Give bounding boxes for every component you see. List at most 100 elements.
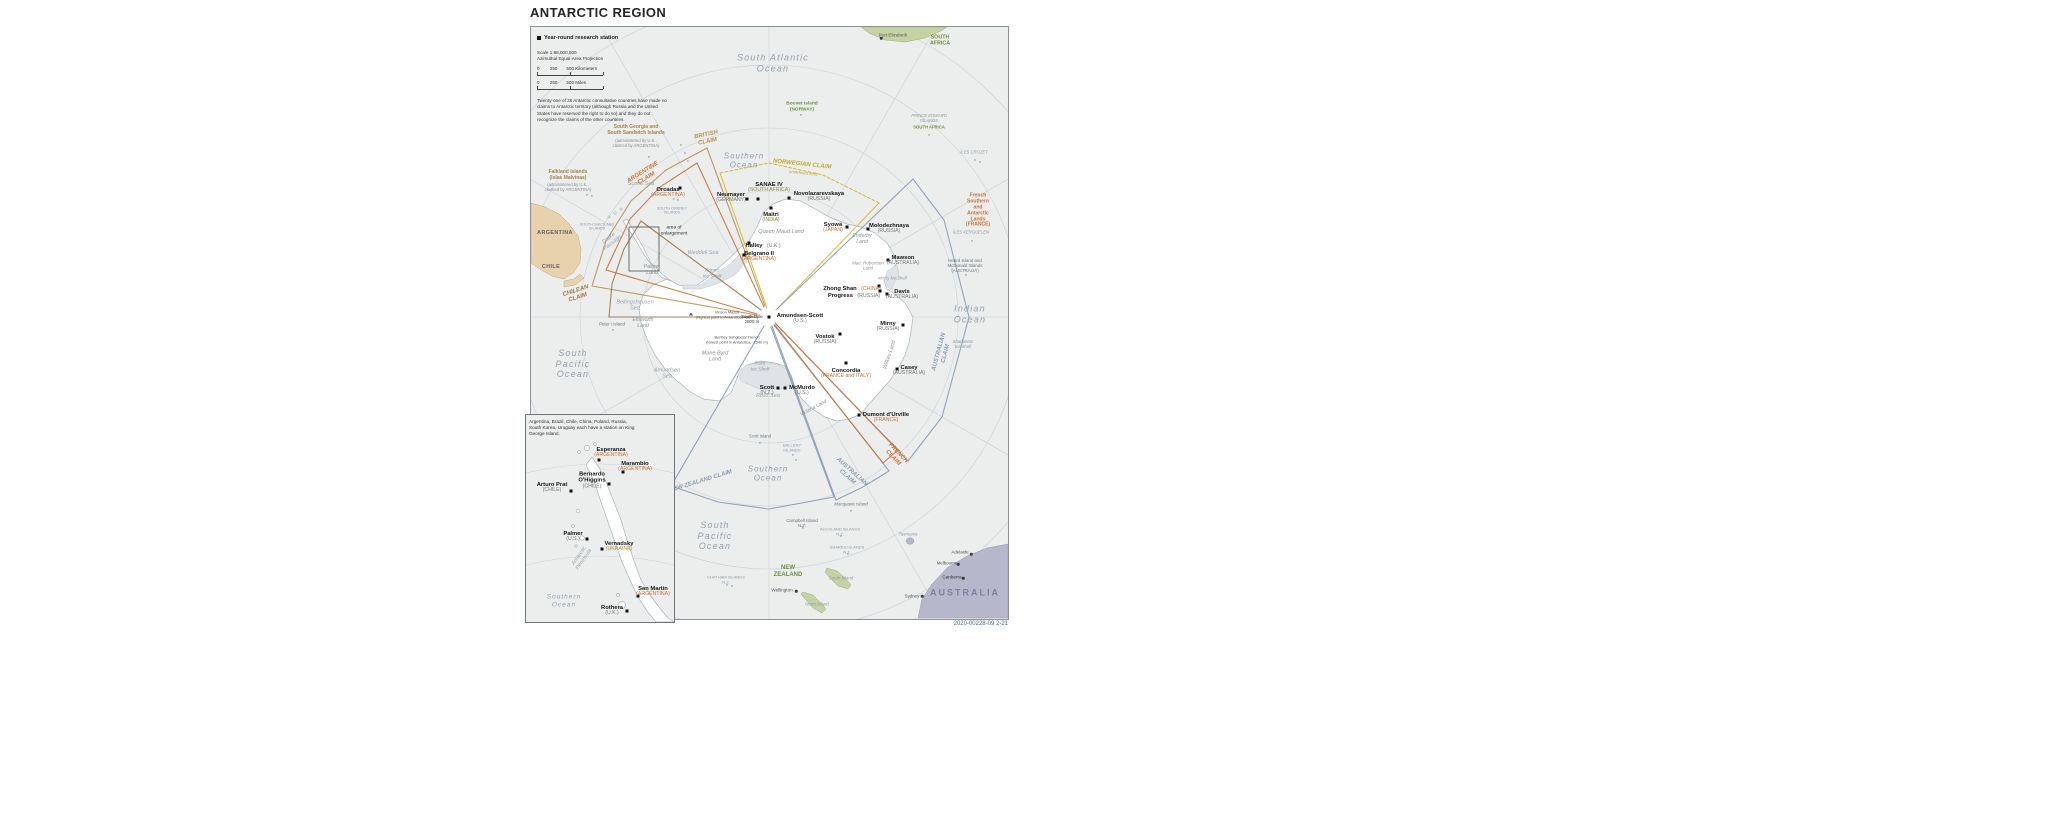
map-reference-number: 2020-00228-09 2-21 xyxy=(953,621,1008,627)
station-marker xyxy=(585,537,589,541)
map-label: ARGENTINA xyxy=(537,229,573,236)
map-label: Ellsworth Land xyxy=(632,316,654,329)
map-label: Bellingshausen Sea xyxy=(616,299,654,312)
australia-landmass xyxy=(905,537,1008,619)
scalebar-mi xyxy=(537,86,604,91)
station-name: Casey xyxy=(900,364,918,371)
station-name: Vostok xyxy=(815,333,835,340)
island-marker xyxy=(849,509,853,513)
island-marker xyxy=(973,158,977,162)
station-name: Concordia xyxy=(831,367,861,374)
map-label: FRENCH CLAIM xyxy=(884,442,909,468)
map-label: Canberra xyxy=(942,574,962,580)
station-label: SANAE IV(SOUTH AFRICA) xyxy=(748,182,790,194)
station-label: Scott(N.Z.) xyxy=(760,385,775,397)
map-label: South Pacific Ocean xyxy=(697,520,733,552)
map-label: Vinson Massif (highest point in Antarcti… xyxy=(695,309,759,319)
station-name: Molodezhnaya xyxy=(869,222,909,229)
area-of-enlargement-box xyxy=(628,226,660,272)
station-label: Palmer(U.S.) xyxy=(563,531,582,543)
station-country: (U.S.) xyxy=(566,536,580,543)
station-country: (CHINA) xyxy=(861,286,881,293)
chilean-claim-lines xyxy=(608,220,762,318)
station-label: Vernadsky(UKRAINE) xyxy=(604,541,633,553)
station-label: Belgrano II(ARGENTINA) xyxy=(742,251,776,263)
map-label: Antarctic Peninsula xyxy=(570,545,594,572)
island-marker xyxy=(683,151,687,155)
map-label: NEW ZEALAND CLAIM xyxy=(668,469,733,494)
station-name: Mirny xyxy=(880,320,896,327)
map-label: Southern Ocean xyxy=(546,593,582,608)
map-label: Melbourne xyxy=(936,560,958,566)
station-marker xyxy=(756,197,760,201)
island-marker xyxy=(801,526,805,530)
map-label: Peter I Island xyxy=(599,321,625,327)
station-label: Mawson(AUSTRALIA) xyxy=(887,255,919,267)
station-name: McMurdo xyxy=(789,384,815,391)
map-label: Amery Ice Shelf xyxy=(877,275,907,281)
island-marker xyxy=(725,583,729,587)
station-marker xyxy=(600,547,604,551)
south-america-landmass xyxy=(531,202,585,288)
station-marker xyxy=(886,258,890,262)
map-label: ÎLES CROZET xyxy=(960,149,988,155)
station-country: (ARGENTINA) xyxy=(594,452,628,459)
map-label: Marie Byrd Land xyxy=(701,350,729,363)
station-country: (RUSSIA) xyxy=(813,339,837,346)
station-name: Vernadsky xyxy=(604,540,634,547)
station-name: Progress xyxy=(827,293,853,300)
station-marker xyxy=(636,594,640,598)
map-label: Campbell Island N.Z. xyxy=(786,517,818,528)
city-marker xyxy=(956,562,960,566)
map-label: (administered by U.K., claimed by ARGENT… xyxy=(612,138,660,148)
map-label: Falkland Islands (Islas Malvinas) xyxy=(548,169,588,181)
station-label: Mirny(RUSSIA) xyxy=(877,321,900,333)
map-label: North Island xyxy=(805,601,829,607)
map-label: SOUTH AFRICA xyxy=(913,124,945,130)
station-marker xyxy=(747,241,751,245)
city-marker xyxy=(961,576,965,580)
station-label: Esperanza(ARGENTINA) xyxy=(594,447,628,459)
station-symbol-swatch xyxy=(537,36,541,40)
map-label: Tasmania xyxy=(898,531,918,537)
map-label: Wellington xyxy=(771,587,793,593)
map-label: Sydney xyxy=(904,593,920,599)
station-label: Dumont d'Urville(FRANCE) xyxy=(863,412,909,424)
station-label: Zhong Shan (CHINA) xyxy=(823,277,881,295)
map-base-svg xyxy=(531,27,1008,619)
station-marker xyxy=(844,361,848,365)
map-label: AUSTRALIA xyxy=(930,587,1000,598)
station-name: Orcadas xyxy=(656,186,680,193)
station-marker xyxy=(885,292,889,296)
station-country: (ARGENTINA) xyxy=(618,466,652,473)
map-label: undefined limit xyxy=(788,168,818,177)
inset-ocean-background xyxy=(526,415,674,622)
island-marker xyxy=(611,328,615,332)
map-label: South Pole 2800 m xyxy=(741,313,763,324)
station-country: (ARGENTINA) xyxy=(742,256,776,263)
argentine-claim-lines xyxy=(605,162,765,315)
station-marker xyxy=(787,196,791,200)
station-marker xyxy=(866,227,870,231)
station-label: Maitri(INDIA) xyxy=(762,212,779,224)
station-country: (RUSSIA) xyxy=(876,326,900,333)
map-label: CHILEAN CLAIM xyxy=(562,284,590,304)
station-label: Marambio(ARGENTINA) xyxy=(618,461,652,473)
norwegian-claim-lines xyxy=(719,162,880,311)
station-name: Scott xyxy=(759,384,775,391)
station-country: (N.Z.) xyxy=(760,390,774,397)
island-marker xyxy=(964,273,968,277)
station-label: Amundsen-Scott(U.S.) xyxy=(777,313,823,325)
map-label: Ronne Ice Shelf xyxy=(702,268,722,279)
map-label: Ross Sea xyxy=(756,392,780,399)
island-marker xyxy=(647,155,651,159)
map-label: PRINCE EDWARD ISLANDS xyxy=(911,113,947,123)
station-marker xyxy=(776,386,780,390)
map-label: AUSTRALIAN CLAIM xyxy=(931,332,952,372)
scale-ratio: Scale 1:68,000,000 xyxy=(537,50,577,55)
new-zealand-claim-lines xyxy=(670,325,835,510)
island-marker xyxy=(676,198,680,202)
station-marker xyxy=(607,482,611,486)
map-label: SOUTH ORKNEY ISLANDS xyxy=(656,206,688,215)
